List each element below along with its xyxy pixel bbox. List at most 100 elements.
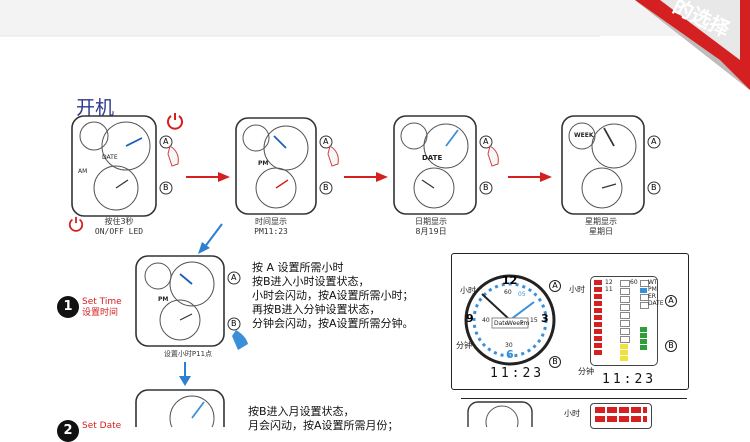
watch-pm: PM: [158, 296, 169, 303]
button-b[interactable]: B: [651, 183, 657, 192]
watch-face-icon: [235, 117, 339, 215]
arrow-right-icon: [344, 172, 388, 182]
grid-button-a[interactable]: A: [665, 295, 677, 307]
watch-step-3-caption: 日期显示 8月19日: [404, 217, 458, 237]
instruction-line: 分钟会闪动，按A设置所需分钟。: [252, 317, 414, 330]
led-grid-right-col: [640, 280, 649, 351]
step-2-number: 2: [63, 423, 73, 438]
arrow-right-icon: [186, 172, 230, 182]
set-time-label-cn: 设置时间: [82, 308, 119, 318]
watch-step-2: PM A B: [234, 116, 344, 220]
dial-minute-30: 30: [505, 342, 513, 349]
button-a[interactable]: A: [231, 273, 237, 282]
indicator-wt: WT: [648, 279, 658, 286]
watch-step-2-caption-line2: PM11:23: [254, 227, 288, 236]
set-time-label: Set Time 设置时间: [82, 297, 122, 319]
indicator-pm: PM: [648, 286, 657, 293]
button-b[interactable]: B: [231, 319, 237, 328]
dial-icon-week: Week: [507, 320, 524, 327]
instruction-line: 再按B进入分钟设置状态，: [252, 303, 381, 316]
page-title: 开机: [76, 97, 115, 119]
watch-face-icon: [135, 255, 248, 350]
led-label-12: 12: [605, 279, 613, 286]
watch-step-3-caption-line1: 日期显示: [415, 217, 447, 226]
dial-minute-label: 分钟: [456, 341, 472, 350]
watch-step-3: DATE A B: [392, 114, 502, 220]
watch-date: DATE: [102, 154, 118, 161]
watch-face-icon: [467, 401, 533, 427]
set-time-watch: PM A B: [134, 254, 254, 352]
instruction-line: 按B进入小时设置状态，: [252, 275, 370, 288]
button-a[interactable]: A: [163, 137, 169, 146]
watch-step-4: WEEK A B: [560, 114, 670, 220]
dial-minute-05: 05: [518, 291, 526, 298]
power-icon-small: [68, 216, 84, 232]
set-time-label-en: Set Time: [82, 297, 122, 307]
panel2-led-grid: [590, 403, 652, 429]
diagram-panel-2: [461, 398, 687, 439]
button-a[interactable]: A: [651, 137, 657, 146]
dial-number-3: 3: [541, 312, 549, 325]
dial-minute-15: 15: [530, 317, 538, 324]
dial-number-12: 12: [502, 274, 518, 287]
watch-step-2-caption-line1: 时间显示: [255, 217, 287, 226]
watch-step-4-caption-line1: 星期显示: [585, 217, 617, 226]
indicator-date: DATE: [648, 300, 664, 307]
grid-time: 11:23: [602, 372, 657, 387]
instruction-line: 小时会闪动，按A设置所需小时；: [252, 289, 414, 302]
button-a[interactable]: A: [483, 137, 489, 146]
watch-step-3-caption-line2: 8月19日: [415, 227, 447, 236]
panel2-hour-label: 小时: [564, 409, 580, 418]
set-time-instructions: 按 A 设置所需小时 按B进入小时设置状态， 小时会闪动，按A设置所需小时； 再…: [252, 261, 414, 331]
arrow-right-icon: [508, 172, 552, 182]
button-b[interactable]: B: [483, 183, 489, 192]
arrow-down-left-icon: [198, 223, 223, 254]
watch-step-4-caption: 星期显示 星期日: [574, 217, 628, 237]
watch-step-1-caption: 按住3秒 ON/OFF LED: [84, 217, 154, 237]
button-b[interactable]: B: [323, 183, 329, 192]
dial-button-a[interactable]: A: [549, 280, 561, 292]
set-date-watch: [135, 389, 225, 427]
set-time-caption: 设置小时P11点: [163, 350, 213, 358]
corner-banner-text: 的选择: [669, 0, 734, 42]
instruction-line: 按B进入月设置状态，: [248, 405, 355, 418]
watch-face-icon: [393, 115, 499, 215]
dial-icon-date: Date: [494, 320, 509, 327]
grid-hour-label: 小时: [569, 285, 585, 294]
grid-minute-label: 分钟: [578, 367, 594, 376]
watch-pm: PM: [258, 160, 269, 167]
led-label-11: 11: [605, 286, 613, 293]
dial-number-6: 6: [506, 348, 514, 361]
watch-step-1-caption-line1: 按住3秒: [104, 217, 134, 226]
step-1-badge: 1: [57, 296, 79, 318]
watch-step-1: AM DATE A B: [68, 112, 188, 222]
watch-face-icon: [71, 115, 179, 217]
instruction-line: 月会闪动，按A设置所需月份；: [248, 419, 399, 432]
watch-face-icon: [561, 115, 661, 215]
led-grid-left-col: [594, 280, 602, 357]
dial-number-9: 9: [466, 312, 474, 325]
watch-step-4-caption-line2: 星期日: [589, 227, 613, 236]
dial-icon-pm: Pm: [520, 320, 530, 327]
led-grid-mid-col: [620, 280, 630, 362]
dial-diagram: [464, 274, 556, 366]
step-2-badge: 2: [57, 420, 79, 442]
button-b[interactable]: B: [163, 183, 169, 192]
dial-hour-label: 小时: [460, 286, 476, 295]
dial-button-b[interactable]: B: [549, 356, 561, 368]
arrow-down-icon: [179, 362, 191, 386]
set-date-instructions: 按B进入月设置状态， 月会闪动，按A设置所需月份；: [248, 405, 399, 433]
instruction-line: 按 A 设置所需小时: [252, 261, 344, 274]
dial-minute-60: 60: [504, 289, 512, 296]
led-right-label-60: 60: [630, 279, 638, 286]
watch-step-1-caption-line2: ON/OFF LED: [94, 227, 144, 236]
set-date-label: Set Date: [82, 421, 122, 431]
grid-button-b[interactable]: B: [665, 340, 677, 352]
dial-minute-45: 40: [482, 317, 490, 324]
step-1-number: 1: [63, 299, 73, 314]
button-a[interactable]: A: [323, 137, 329, 146]
watch-week: WEEK: [574, 132, 594, 139]
indicator-er: ER: [648, 293, 656, 300]
watch-am: AM: [78, 168, 88, 175]
dial-time: 11:23: [490, 366, 545, 381]
